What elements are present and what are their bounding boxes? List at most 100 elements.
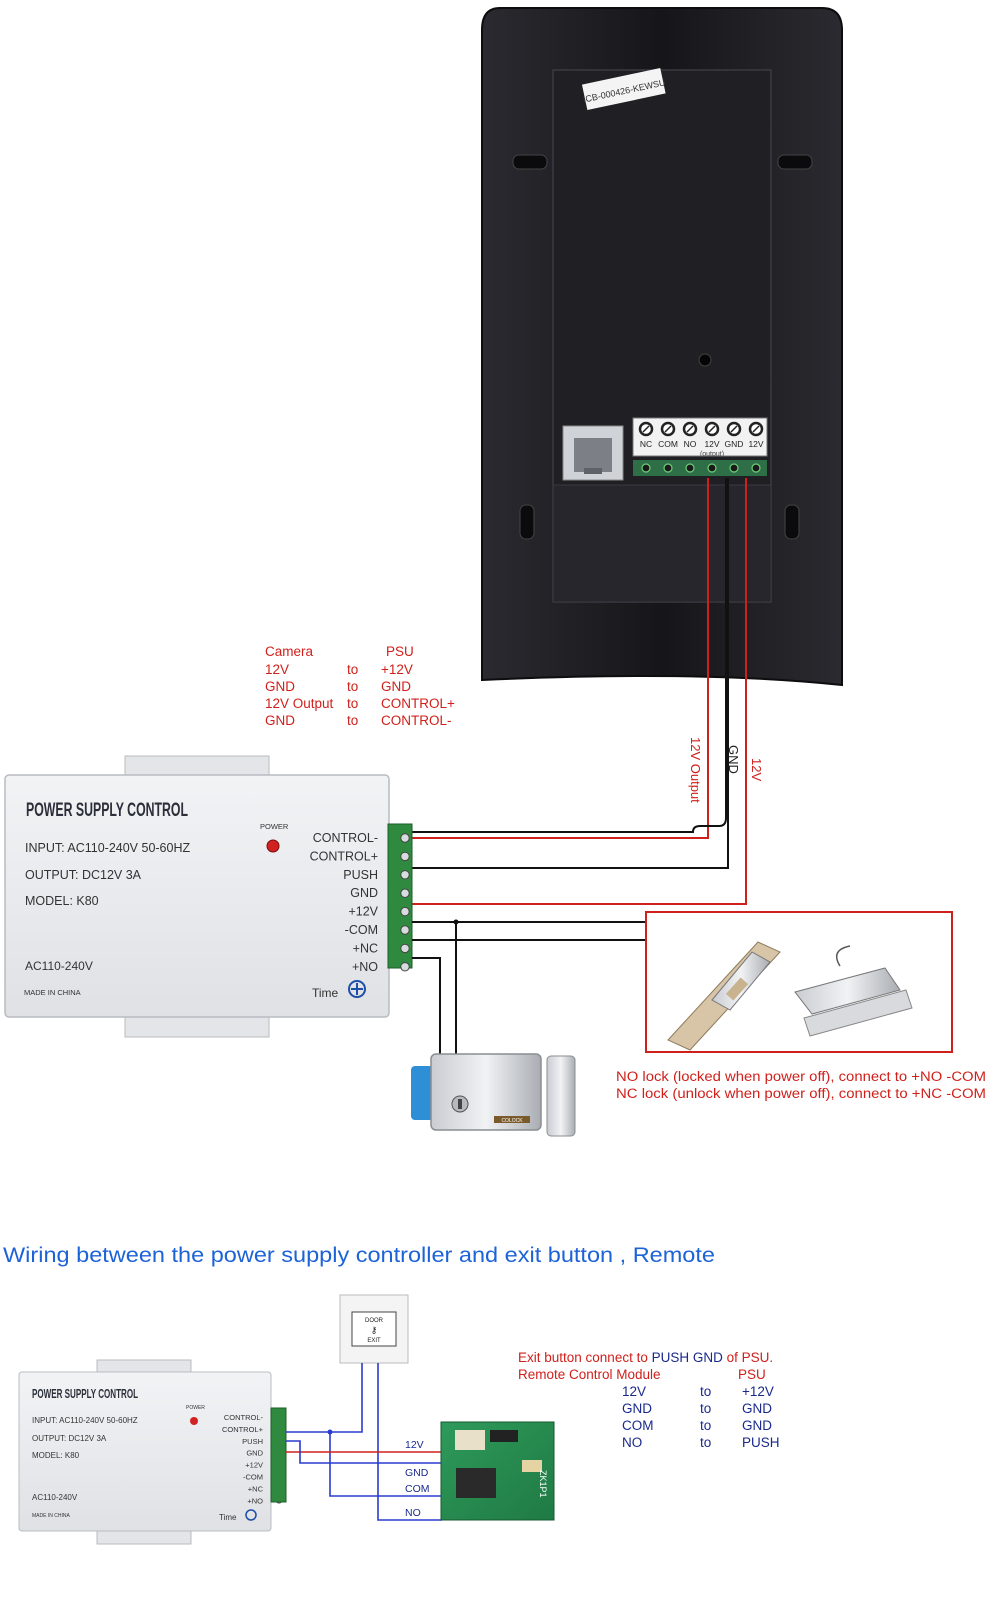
psu-small-terminal-label: CONTROL- — [224, 1413, 264, 1422]
mapping2-row-to: to — [700, 1435, 711, 1450]
psu-time-label: Time — [312, 986, 339, 1000]
exit-remote-notes: Exit button connect to PUSH GND of PSU. … — [518, 1350, 780, 1450]
psu-small-terminal-label: CONTROL+ — [222, 1425, 264, 1434]
psu-small-terminal-label: -COM — [243, 1473, 263, 1482]
mapping2-row-remote: 12V — [622, 1384, 646, 1399]
svg-text:DOOR: DOOR — [365, 1318, 384, 1324]
time-knob — [348, 980, 366, 998]
psu-terminal-screw — [400, 888, 410, 898]
psu-terminal-label: +12V — [348, 905, 378, 919]
lock-wires — [412, 919, 647, 1054]
psu-terminal-screw — [400, 943, 410, 954]
key-icon: ⚷ — [371, 1325, 378, 1335]
exit-button: DOOR EXIT ⚷ — [339, 1294, 409, 1364]
mapping-row-psu: GND — [381, 679, 411, 694]
remote-control-board: ZK1P1 — [440, 1421, 555, 1521]
mapping-row-psu: +12V — [381, 662, 413, 677]
mapping-row-to: to — [347, 713, 358, 728]
mapping2-header-psu: PSU — [738, 1367, 766, 1382]
section2-title: Wiring between the power supply controll… — [3, 1244, 715, 1267]
terminal-pin — [641, 463, 651, 473]
remote-wire-labels: 12V GND COM NO — [405, 1439, 430, 1519]
mapping2-row-remote: GND — [622, 1401, 652, 1416]
psu-terminal-label: GND — [350, 886, 378, 900]
psu-terminal-label: +NO — [352, 960, 378, 974]
mapping2-row-to: to — [700, 1384, 711, 1399]
mapping-row-camera: 12V Output — [265, 696, 334, 711]
terminal-label: 12V — [748, 439, 763, 449]
svg-text:12V: 12V — [405, 1439, 424, 1451]
mapping2-header-remote: Remote Control Module — [518, 1367, 661, 1382]
mapping-row-camera: GND — [265, 713, 295, 728]
psu-input: INPUT: AC110-240V 50-60HZ — [25, 841, 190, 855]
mapping-row-to: to — [347, 662, 358, 677]
psu-terminal-label: CONTROL- — [313, 831, 378, 845]
svg-text:AC110-240V: AC110-240V — [32, 1493, 78, 1502]
svg-text:MODEL: K80: MODEL: K80 — [32, 1451, 80, 1460]
terminal-pin — [751, 463, 761, 473]
psu-small-terminal-label: +NO — [247, 1496, 263, 1505]
psu-power-label: POWER — [260, 822, 289, 831]
wire-label-12v: 12V — [749, 758, 764, 781]
mapping-row-to: to — [347, 696, 358, 711]
terminal-pin — [685, 463, 695, 473]
svg-text:MADE IN CHINA: MADE IN CHINA — [32, 1513, 70, 1519]
mapping2-row-remote: COM — [622, 1418, 654, 1433]
mapping2-row-to: to — [700, 1401, 711, 1416]
psu-terminal-screw — [400, 925, 410, 935]
terminal-output-label: (output) — [700, 451, 724, 458]
psu-small-terminal-label: PUSH — [242, 1437, 263, 1446]
mapping-row-psu: CONTROL- — [381, 713, 452, 728]
rj45-port — [562, 425, 624, 481]
psu-terminal-label: PUSH — [343, 868, 378, 882]
terminal-label: 12V — [704, 439, 719, 449]
svg-text:INPUT: AC110-240V 50-60HZ: INPUT: AC110-240V 50-60HZ — [32, 1416, 138, 1425]
psu-made: MADE IN CHINA — [24, 988, 81, 997]
mapping-row-camera: 12V — [265, 662, 289, 677]
svg-text:COM: COM — [405, 1483, 430, 1495]
psu-terminal-screw — [400, 851, 410, 862]
psu-terminal-screw — [400, 870, 410, 880]
terminal-pin — [707, 463, 717, 473]
psu-terminal-label: CONTROL+ — [310, 849, 378, 863]
mapping-row-psu: CONTROL+ — [381, 696, 455, 711]
psu-terminal-screw — [400, 962, 410, 972]
terminal-label: GND — [725, 439, 744, 449]
svg-text:POWER SUPPLY CONTROL: POWER SUPPLY CONTROL — [32, 1387, 138, 1401]
mapping-row-camera: GND — [265, 679, 295, 694]
power-supply-large: POWER SUPPLY CONTROL INPUT: AC110-240V 5… — [4, 755, 413, 1038]
serial-sticker: ICB-000426-KEWSU — [581, 67, 666, 111]
psu-output: OUTPUT: DC12V 3A — [25, 868, 142, 882]
terminal-label: NO — [684, 439, 697, 449]
mapping2-row-psu: GND — [742, 1401, 772, 1416]
svg-text:NO: NO — [405, 1507, 421, 1519]
remote-wires — [286, 1363, 442, 1521]
psu-ac: AC110-240V — [25, 959, 93, 973]
psu-terminal-screw — [400, 906, 410, 917]
lock-notes: NO lock (locked when power off), connect… — [616, 1069, 986, 1101]
psu-terminal-label: -COM — [345, 923, 378, 937]
psu-terminal-screw — [400, 833, 410, 843]
mapping2-row-psu: +12V — [742, 1384, 774, 1399]
mapping2-row-remote: NO — [622, 1435, 642, 1450]
psu-terminal-label: +NC — [353, 941, 378, 955]
wire-label-group: 12V Output GND 12V — [688, 737, 764, 803]
psu-title: POWER SUPPLY CONTROL — [26, 800, 188, 821]
mapping2-row-psu: GND — [742, 1418, 772, 1433]
svg-text:POWER: POWER — [186, 1405, 205, 1411]
lock-tag: COLOCK — [501, 1118, 523, 1124]
terminal-pin — [729, 463, 739, 473]
svg-text:EXIT: EXIT — [367, 1338, 381, 1344]
terminal-label: NC — [640, 439, 652, 449]
terminal-pin — [663, 463, 673, 473]
wire-label-gnd: GND — [726, 745, 741, 774]
psu-small-terminal-label: +NC — [248, 1484, 264, 1493]
psu-small-terminal-label: +12V — [245, 1461, 263, 1470]
mapping-row-to: to — [347, 679, 358, 694]
magnetic-lock — [794, 945, 913, 1037]
electric-strike-lock — [667, 941, 781, 1051]
lock-options-box — [645, 911, 953, 1053]
